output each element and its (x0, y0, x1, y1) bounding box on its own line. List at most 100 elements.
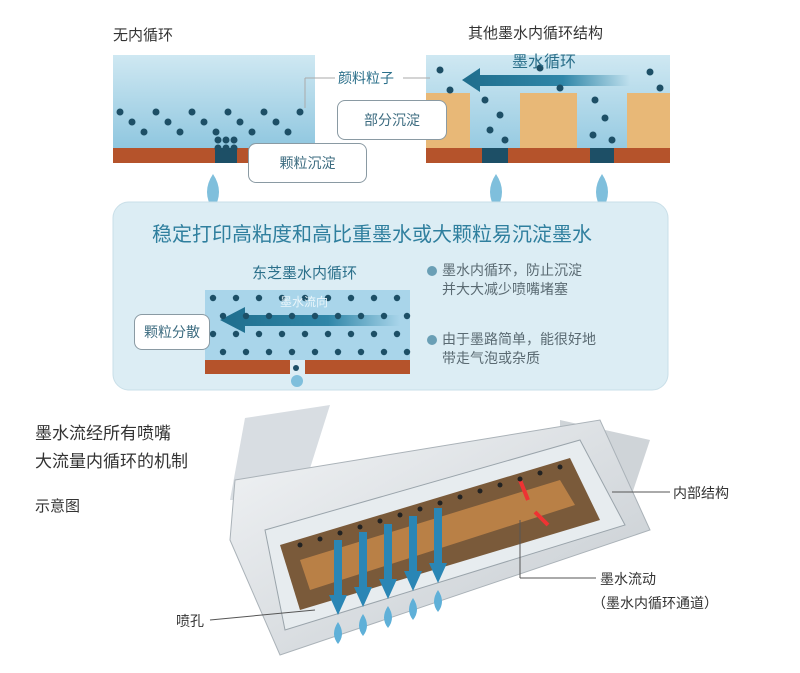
pigment-particle (255, 294, 263, 302)
pigment-particle (188, 108, 196, 116)
nozzle-hole (537, 470, 543, 476)
pigment-particle (589, 131, 597, 139)
pigment-particle (164, 118, 172, 126)
nozzle-hole (417, 506, 423, 512)
ink-drop-icon (384, 606, 392, 628)
pigment-particle (265, 312, 273, 320)
nozzle-hole (337, 530, 343, 536)
pigment-particle (601, 114, 609, 122)
pigment-particle (230, 144, 238, 152)
nozzle-hole (357, 524, 363, 530)
pigment-particle (393, 330, 401, 338)
flow-direction-label: 墨水流向 (280, 295, 329, 309)
bullet-1-line2: 并大大减少喷嘴堵塞 (442, 282, 568, 298)
pigment-particle (501, 136, 509, 144)
caption-line1: 墨水流经所有喷嘴 (35, 424, 171, 444)
middle-title: 稳定打印高粘度和高比重墨水或大颗粒易沉淀墨水 (152, 222, 592, 246)
nozzle-flow-arrows (329, 508, 447, 644)
flow-down-arrow-icon (429, 508, 447, 583)
pigment-particle (324, 294, 332, 302)
pigment-particle (255, 330, 263, 338)
pigment-particle (296, 108, 304, 116)
bottom-caption: 墨水流经所有喷嘴 大流量内循环的机制 (35, 420, 188, 476)
pigment-particle (656, 84, 664, 92)
pigment-particle (212, 128, 220, 136)
pigment-particle (272, 118, 280, 126)
pigment-particle (591, 96, 599, 104)
other-circulation-panel (426, 55, 670, 210)
nozzle-hole (397, 512, 403, 518)
nozzle-hole (297, 542, 303, 548)
pigment-particle (219, 312, 227, 320)
pigment-particle (646, 68, 654, 76)
pigment-particle (200, 118, 208, 126)
flow-down-arrow-icon (404, 516, 422, 591)
pigment-particle (370, 294, 378, 302)
pigment-particle (209, 330, 217, 338)
pigment-particle (242, 312, 250, 320)
flow-arrow-icon (462, 68, 630, 92)
flow-down-arrow-icon (329, 540, 347, 615)
pigment-particle (403, 312, 411, 320)
pigment-particle (370, 330, 378, 338)
pigment-particle (380, 312, 388, 320)
pigment-particle (152, 108, 160, 116)
pigment-particle (232, 330, 240, 338)
pigment-particle (265, 348, 273, 356)
flow-arrow-icon (220, 307, 400, 333)
pigment-particle (301, 294, 309, 302)
partial-sediment-callout: 部分沉淀 (337, 100, 447, 140)
pigment-particle (236, 118, 244, 126)
pigment-particle (242, 348, 250, 356)
pigment-particle (230, 136, 238, 144)
nozzle-hole (557, 464, 563, 470)
particle-sediment-callout: 颗粒沉淀 (248, 143, 367, 183)
pigment-particle (224, 108, 232, 116)
toshiba-circulation-title: 东芝墨水内循环 (252, 264, 358, 282)
pigment-particle (278, 330, 286, 338)
ink-drop-icon (409, 598, 417, 620)
no-circulation-title: 无内循环 (113, 26, 174, 44)
ink-channel-label: （墨水内循环通道） (592, 596, 718, 612)
internal-structure-label: 内部结构 (673, 486, 729, 502)
pigment-particle (311, 312, 319, 320)
bullet-1-line1: 墨水内循环，防止沉淀 (442, 263, 582, 279)
pigment-particle (293, 365, 299, 371)
pigment-particle (222, 136, 230, 144)
particle-disperse-callout: 颗粒分散 (134, 314, 210, 350)
pigment-particle (209, 294, 217, 302)
pigment-particle (556, 84, 564, 92)
pigment-particle (334, 312, 342, 320)
pigment-particle (334, 348, 342, 356)
pigment-particle (380, 348, 388, 356)
ink-drop-icon (359, 614, 367, 636)
bullet-icon (427, 266, 437, 276)
pigment-particle (608, 136, 616, 144)
pigment-particle (301, 330, 309, 338)
pigment-particle (288, 312, 296, 320)
bullet-icon (427, 335, 437, 345)
pigment-particle (347, 330, 355, 338)
pigment-particle (357, 348, 365, 356)
nozzle-hole (477, 488, 483, 494)
ink-drop-icon (334, 622, 342, 644)
pigment-particle (260, 108, 268, 116)
nozzle-hole (377, 518, 383, 524)
flow-down-arrow-icon (379, 524, 397, 599)
ink-drop-icon (207, 174, 219, 210)
caption-schematic: 示意图 (35, 497, 81, 515)
pigment-particle (481, 96, 489, 104)
pigment-particle (393, 294, 401, 302)
pigment-particle (486, 126, 494, 134)
nozzle-label: 喷孔 (176, 614, 204, 630)
pigment-particle (436, 66, 444, 74)
nozzle-hole (437, 500, 443, 506)
pigment-particle (311, 348, 319, 356)
ink-drop-icon (434, 590, 442, 612)
bullet-1: 墨水内循环，防止沉淀 并大大减少喷嘴堵塞 (442, 262, 582, 300)
pigment-label: 颜料粒子 (338, 71, 394, 87)
pigment-particle (232, 294, 240, 302)
bullet-2-line2: 带走气泡或杂质 (442, 351, 540, 367)
